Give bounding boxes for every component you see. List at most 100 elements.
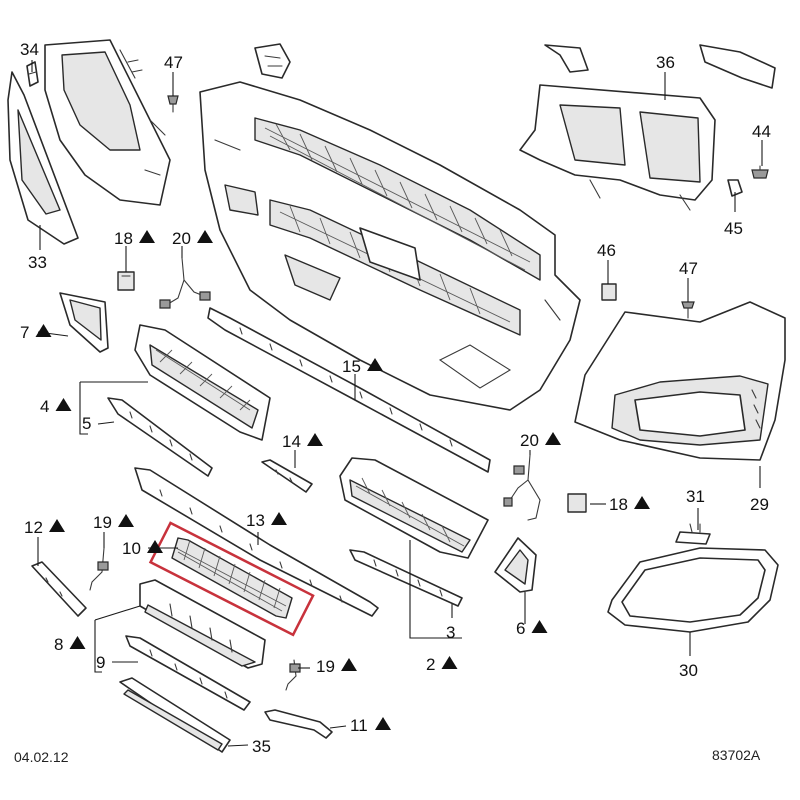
triangle-marker-icon (139, 230, 155, 243)
part-6-bracket (494, 537, 537, 593)
callout-number: 6 (516, 619, 525, 638)
part-4-grille-insert-left (134, 324, 271, 441)
part-13-long-strip (134, 467, 379, 617)
callout-7: 7 (20, 323, 52, 342)
callout-19: 19 (93, 513, 134, 532)
part-5-strip (107, 397, 213, 477)
callout-number: 11 (350, 716, 368, 735)
part-7-side-bracket (59, 292, 109, 353)
callout-47: 47 (679, 259, 698, 278)
triangle-marker-icon (271, 512, 287, 525)
callout-45: 45 (724, 219, 743, 238)
callout-9: 9 (96, 653, 105, 672)
triangle-marker-icon (367, 358, 383, 371)
callout-15: 15 (342, 357, 383, 376)
part-47-screw-top (167, 95, 179, 113)
triangle-marker-icon (531, 620, 548, 633)
part-20-harness-right (503, 454, 541, 521)
triangle-marker-icon (375, 717, 391, 730)
callout-2: 2 (426, 655, 458, 674)
callout-number: 2 (426, 655, 435, 674)
callout-6: 6 (516, 619, 548, 638)
part-33-side-panel (7, 71, 79, 245)
callout-number: 12 (24, 518, 43, 537)
callout-8: 8 (54, 635, 86, 654)
callout-36: 36 (656, 53, 675, 72)
callout-18: 18 (114, 229, 155, 248)
triangle-marker-icon (147, 540, 163, 553)
callout-35: 35 (252, 737, 271, 756)
callout-number: 20 (520, 431, 539, 450)
triangle-marker-icon (545, 432, 561, 445)
part-29-corner-panel (574, 301, 786, 461)
part-20-harness-top (159, 257, 211, 309)
part-2-grille-insert-right (339, 457, 489, 559)
callout-30: 30 (679, 661, 698, 680)
callout-number: 47 (164, 53, 183, 72)
callout-number: 47 (679, 259, 698, 278)
callout-number: 19 (316, 657, 335, 676)
part-9-strip (125, 635, 251, 711)
part-45-clip (727, 179, 743, 197)
callout-number: 44 (752, 122, 771, 141)
part-19-harness-left (89, 547, 109, 591)
part-36-support-frame (519, 44, 776, 211)
triangle-marker-icon (49, 519, 65, 532)
callout-47: 47 (164, 53, 183, 72)
callout-29: 29 (750, 495, 769, 514)
leader-lines (31, 60, 763, 747)
triangle-marker-icon (307, 433, 323, 446)
callout-5: 5 (82, 414, 91, 433)
callout-33: 33 (28, 253, 47, 272)
callout-number: 35 (252, 737, 271, 756)
callout-number: 45 (724, 219, 743, 238)
headlamp-frame-left (44, 39, 171, 206)
triangle-marker-icon (441, 656, 458, 669)
part-18-nut-right (567, 493, 587, 513)
callout-number: 3 (446, 623, 455, 642)
callout-number: 18 (609, 495, 628, 514)
callout-number: 9 (96, 653, 105, 672)
callout-11: 11 (350, 716, 391, 735)
part-15-long-strip (207, 307, 491, 473)
callout-34: 34 (20, 40, 39, 59)
top-bracket-center (254, 43, 291, 79)
triangle-marker-icon (634, 496, 650, 509)
callout-number: 15 (342, 357, 361, 376)
callout-19: 19 (316, 657, 357, 676)
part-19-clip-lower (285, 659, 301, 691)
callout-number: 34 (20, 40, 39, 59)
part-12-trim (31, 561, 87, 617)
callout-number: 36 (656, 53, 675, 72)
part-14-small-strip (261, 459, 313, 493)
callout-number: 30 (679, 661, 698, 680)
callout-number: 18 (114, 229, 133, 248)
callout-number: 31 (686, 487, 705, 506)
highlight-frame (148, 521, 315, 637)
callout-13: 13 (246, 511, 287, 530)
callout-number: 19 (93, 513, 112, 532)
part-11-strip (264, 709, 333, 739)
main-grille-shell (199, 81, 581, 411)
part-18-nut-top (117, 271, 135, 291)
callout-10: 10 (122, 539, 163, 558)
callout-20: 20 (520, 431, 561, 450)
part-47-screw-right (681, 301, 695, 319)
callout-number: 20 (172, 229, 191, 248)
callout-number: 13 (246, 511, 265, 530)
part-30-fog-bezel (607, 547, 779, 633)
callout-12: 12 (24, 518, 65, 537)
part-31-clip (675, 523, 711, 545)
callout-number: 29 (750, 495, 769, 514)
callout-20: 20 (172, 229, 213, 248)
part-44-bolt (751, 165, 769, 179)
part-8-lower-assembly (139, 579, 266, 669)
callout-46: 46 (597, 241, 616, 260)
figure-id: 83702A (712, 747, 761, 763)
callout-4: 4 (40, 397, 72, 416)
callout-number: 14 (282, 432, 301, 451)
part-46-nut (601, 283, 617, 301)
callout-18: 18 (609, 495, 650, 514)
